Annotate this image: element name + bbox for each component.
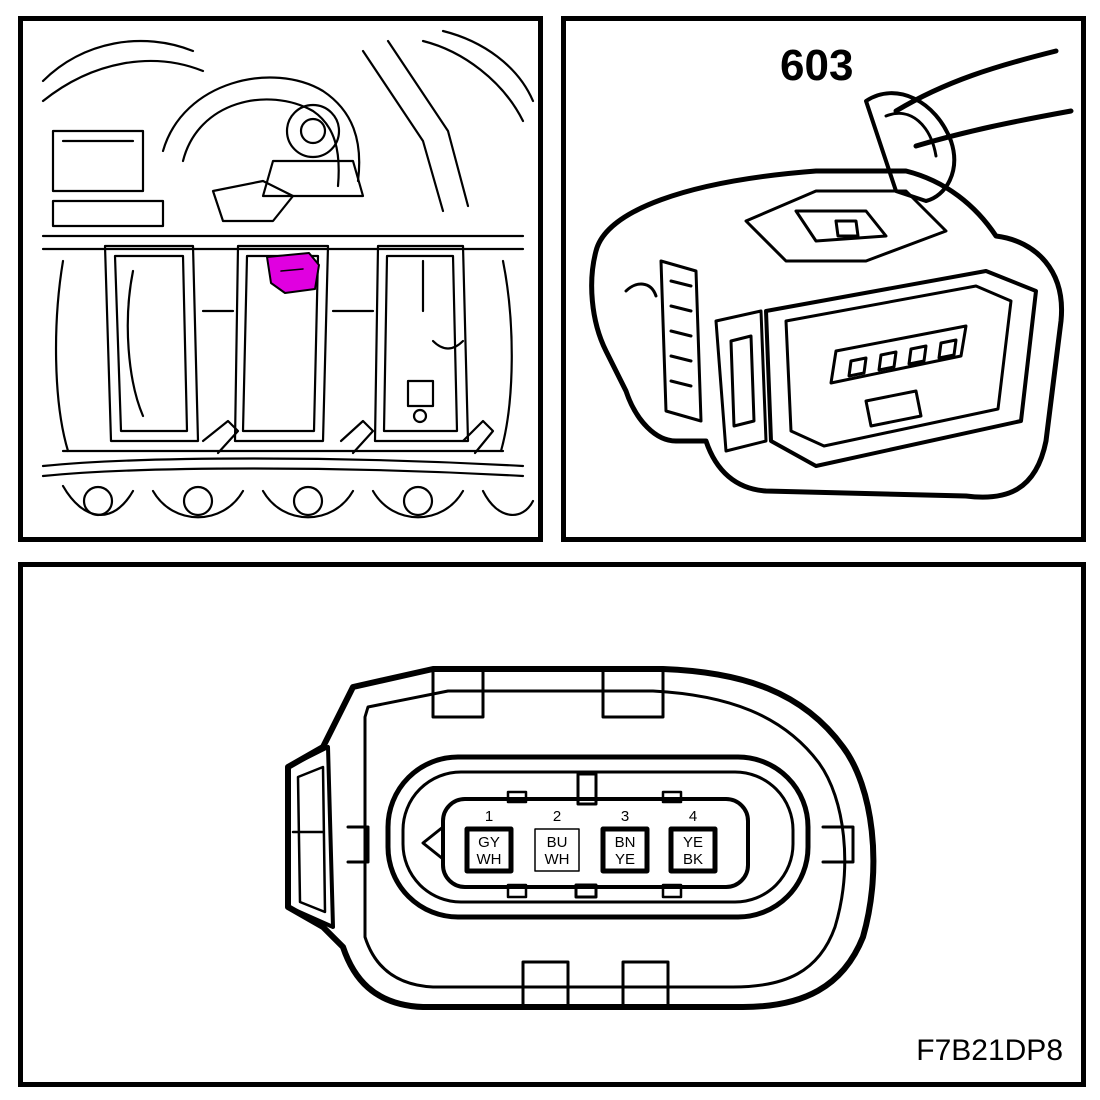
engine-bay-drawing — [41, 29, 535, 519]
connector-ref-number: 603 — [780, 41, 854, 90]
pin-box-1 — [464, 826, 514, 874]
engine-bay-panel — [18, 16, 543, 542]
highlighted-sensor — [266, 252, 320, 294]
pin-color-code-4-1: YE — [683, 834, 703, 851]
pin-color-code-3-2: YE — [615, 851, 635, 868]
pin-number-4: 4 — [689, 808, 697, 825]
pin-color-code-1-2: WH — [477, 851, 502, 868]
pin-color-code-1-1: GY — [478, 834, 500, 851]
pin-color-code-2-1: BU — [547, 834, 568, 851]
pin-box-2 — [534, 828, 580, 872]
connector-3d-panel: 603 — [561, 16, 1086, 542]
pin-color-code-4-2: BK — [683, 851, 703, 868]
pin-color-code-2-2: WH — [545, 851, 570, 868]
pin-box-4 — [668, 826, 718, 874]
pin-number-3: 3 — [621, 808, 629, 825]
pin-number-2: 2 — [553, 808, 561, 825]
connector-3d-drawing — [589, 48, 1074, 500]
pin-box-3 — [600, 826, 650, 874]
pin-number-1: 1 — [485, 808, 493, 825]
figure-code: F7B21DP8 — [916, 1034, 1063, 1067]
pin-color-code-3-1: BN — [615, 834, 636, 851]
